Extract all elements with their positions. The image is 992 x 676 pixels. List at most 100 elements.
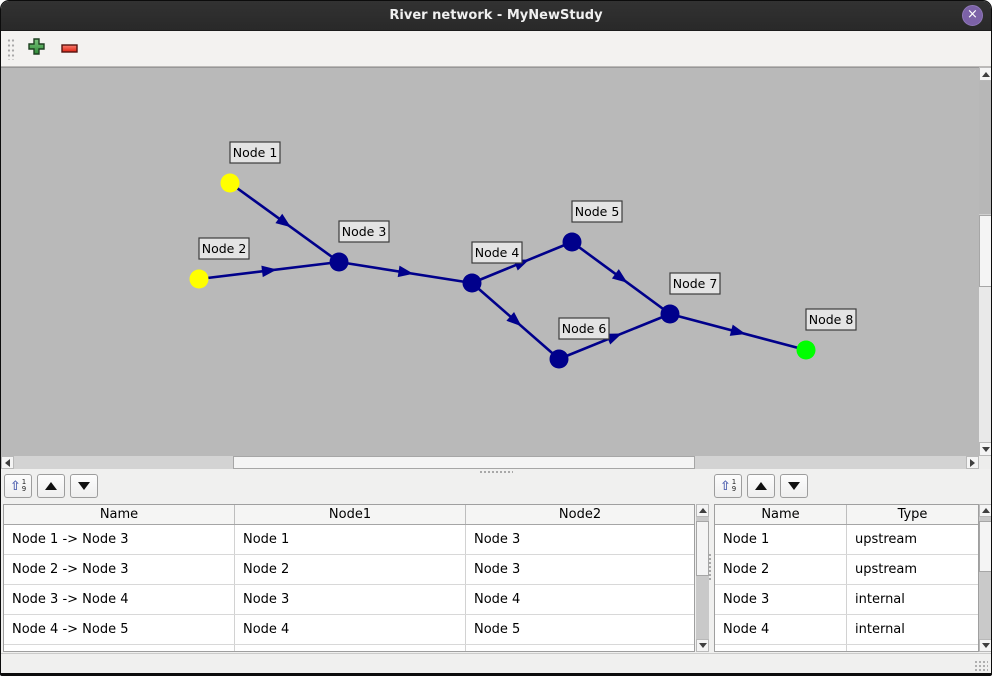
column-header[interactable]: Type <box>897 507 928 522</box>
table-cell[interactable]: Node 4 <box>715 615 847 644</box>
table-cell[interactable]: Node 4 <box>235 615 466 644</box>
sort-ascending-icon: ⇧ 1 9 <box>719 478 737 494</box>
node-label: Node 5 <box>571 200 623 223</box>
arrow-left-icon <box>5 458 10 467</box>
column-header[interactable]: Node2 <box>558 507 602 522</box>
table-cell[interactable] <box>4 645 235 651</box>
close-button[interactable]: × <box>962 5 983 26</box>
arrow-up-icon <box>698 508 707 513</box>
scroll-right-button[interactable] <box>966 456 979 469</box>
table-cell[interactable]: Node 1 <box>235 525 466 554</box>
node-table-controls: ⇧ 1 9 <box>714 474 808 498</box>
table-cell[interactable]: Node 1 -> Node 3 <box>4 525 235 554</box>
canvas-vertical-scrollbar <box>979 67 991 456</box>
triangle-up-icon <box>755 482 767 490</box>
move-up-button[interactable] <box>747 474 775 498</box>
network-node[interactable] <box>562 232 582 252</box>
triangle-down-icon <box>788 482 800 490</box>
column-header[interactable]: Name <box>715 505 847 524</box>
network-node[interactable] <box>329 252 349 272</box>
canvas-horizontal-scrollbar <box>1 456 979 469</box>
scroll-track[interactable] <box>979 81 991 442</box>
close-icon: × <box>967 7 978 22</box>
table-cell[interactable]: Node 5 <box>474 622 521 637</box>
table-cell[interactable]: Node 4 <box>474 592 521 607</box>
table-cell[interactable]: Node 3 <box>474 562 521 577</box>
column-header[interactable]: Node1 <box>235 505 466 524</box>
table-cell[interactable]: Node 2 <box>715 555 847 584</box>
scroll-left-button[interactable] <box>1 456 14 469</box>
table-cell[interactable]: Node 3 <box>235 585 466 614</box>
scroll-up-button[interactable] <box>979 67 991 81</box>
scroll-track[interactable] <box>14 456 966 469</box>
scroll-track[interactable] <box>696 517 709 639</box>
table-cell[interactable]: Node 3 <box>474 532 521 547</box>
triangle-down-icon <box>78 482 90 490</box>
scroll-up-button[interactable] <box>979 504 991 517</box>
horizontal-splitter-handle[interactable] <box>479 470 513 475</box>
resize-grip[interactable] <box>974 660 988 672</box>
table-row[interactable]: Node 2 upstream <box>715 555 978 585</box>
svg-text:Node 6: Node 6 <box>562 321 607 336</box>
table-cell[interactable] <box>847 645 978 651</box>
scroll-down-button[interactable] <box>696 639 709 652</box>
branch-table-controls: ⇧ 1 9 <box>4 474 98 498</box>
scroll-thumb[interactable] <box>232 456 695 469</box>
minus-icon <box>60 39 78 58</box>
network-node[interactable] <box>462 273 482 293</box>
toolbar-drag-handle[interactable] <box>7 37 15 60</box>
table-cell[interactable]: Node 2 <box>235 555 466 584</box>
sort-button[interactable]: ⇧ 1 9 <box>714 474 742 498</box>
table-row[interactable]: Node 3 internal <box>715 585 978 615</box>
table-cell[interactable]: upstream <box>855 532 918 547</box>
title-bar[interactable]: River network - MyNewStudy × <box>1 1 991 31</box>
table-row[interactable] <box>715 645 978 651</box>
network-node[interactable] <box>220 173 240 193</box>
network-node[interactable] <box>549 349 569 369</box>
table-cell[interactable]: Node 3 -> Node 4 <box>4 585 235 614</box>
node-label: Node 3 <box>338 220 390 243</box>
table-cell[interactable]: upstream <box>855 562 918 577</box>
table-cell[interactable] <box>235 645 466 651</box>
move-up-button[interactable] <box>37 474 65 498</box>
scroll-thumb[interactable] <box>979 214 991 287</box>
branch-table-scrollbar <box>696 504 709 652</box>
table-cell[interactable] <box>466 645 694 651</box>
vertical-splitter-handle[interactable] <box>708 553 713 581</box>
table-cell[interactable]: internal <box>855 622 905 637</box>
move-down-button[interactable] <box>70 474 98 498</box>
sort-button[interactable]: ⇧ 1 9 <box>4 474 32 498</box>
table-cell[interactable]: Node 1 <box>715 525 847 554</box>
scroll-track[interactable] <box>979 517 991 639</box>
table-cell[interactable] <box>715 645 847 651</box>
remove-button[interactable] <box>57 37 81 61</box>
column-header[interactable]: Name <box>4 505 235 524</box>
scroll-down-button[interactable] <box>979 442 991 456</box>
main-toolbar <box>1 31 991 67</box>
table-row[interactable]: Node 4 internal <box>715 615 978 645</box>
scroll-thumb[interactable] <box>979 520 991 572</box>
table-row[interactable] <box>4 645 694 651</box>
plus-icon <box>27 38 45 59</box>
scroll-thumb[interactable] <box>696 520 709 576</box>
table-cell[interactable]: Node 3 <box>715 585 847 614</box>
network-node[interactable] <box>796 340 816 360</box>
scroll-down-button[interactable] <box>979 639 991 652</box>
table-cell[interactable]: Node 4 -> Node 5 <box>4 615 235 644</box>
network-node[interactable] <box>660 304 680 324</box>
table-row[interactable]: Node 1 upstream <box>715 525 978 555</box>
tables-pane: ⇧ 1 9 ⇧ 1 9 <box>1 469 991 673</box>
table-cell[interactable]: internal <box>855 592 905 607</box>
add-button[interactable] <box>24 37 48 61</box>
network-node[interactable] <box>189 269 209 289</box>
table-cell[interactable]: Node 2 -> Node 3 <box>4 555 235 584</box>
move-down-button[interactable] <box>780 474 808 498</box>
scroll-up-button[interactable] <box>696 504 709 517</box>
node-label: Node 6 <box>558 317 610 340</box>
